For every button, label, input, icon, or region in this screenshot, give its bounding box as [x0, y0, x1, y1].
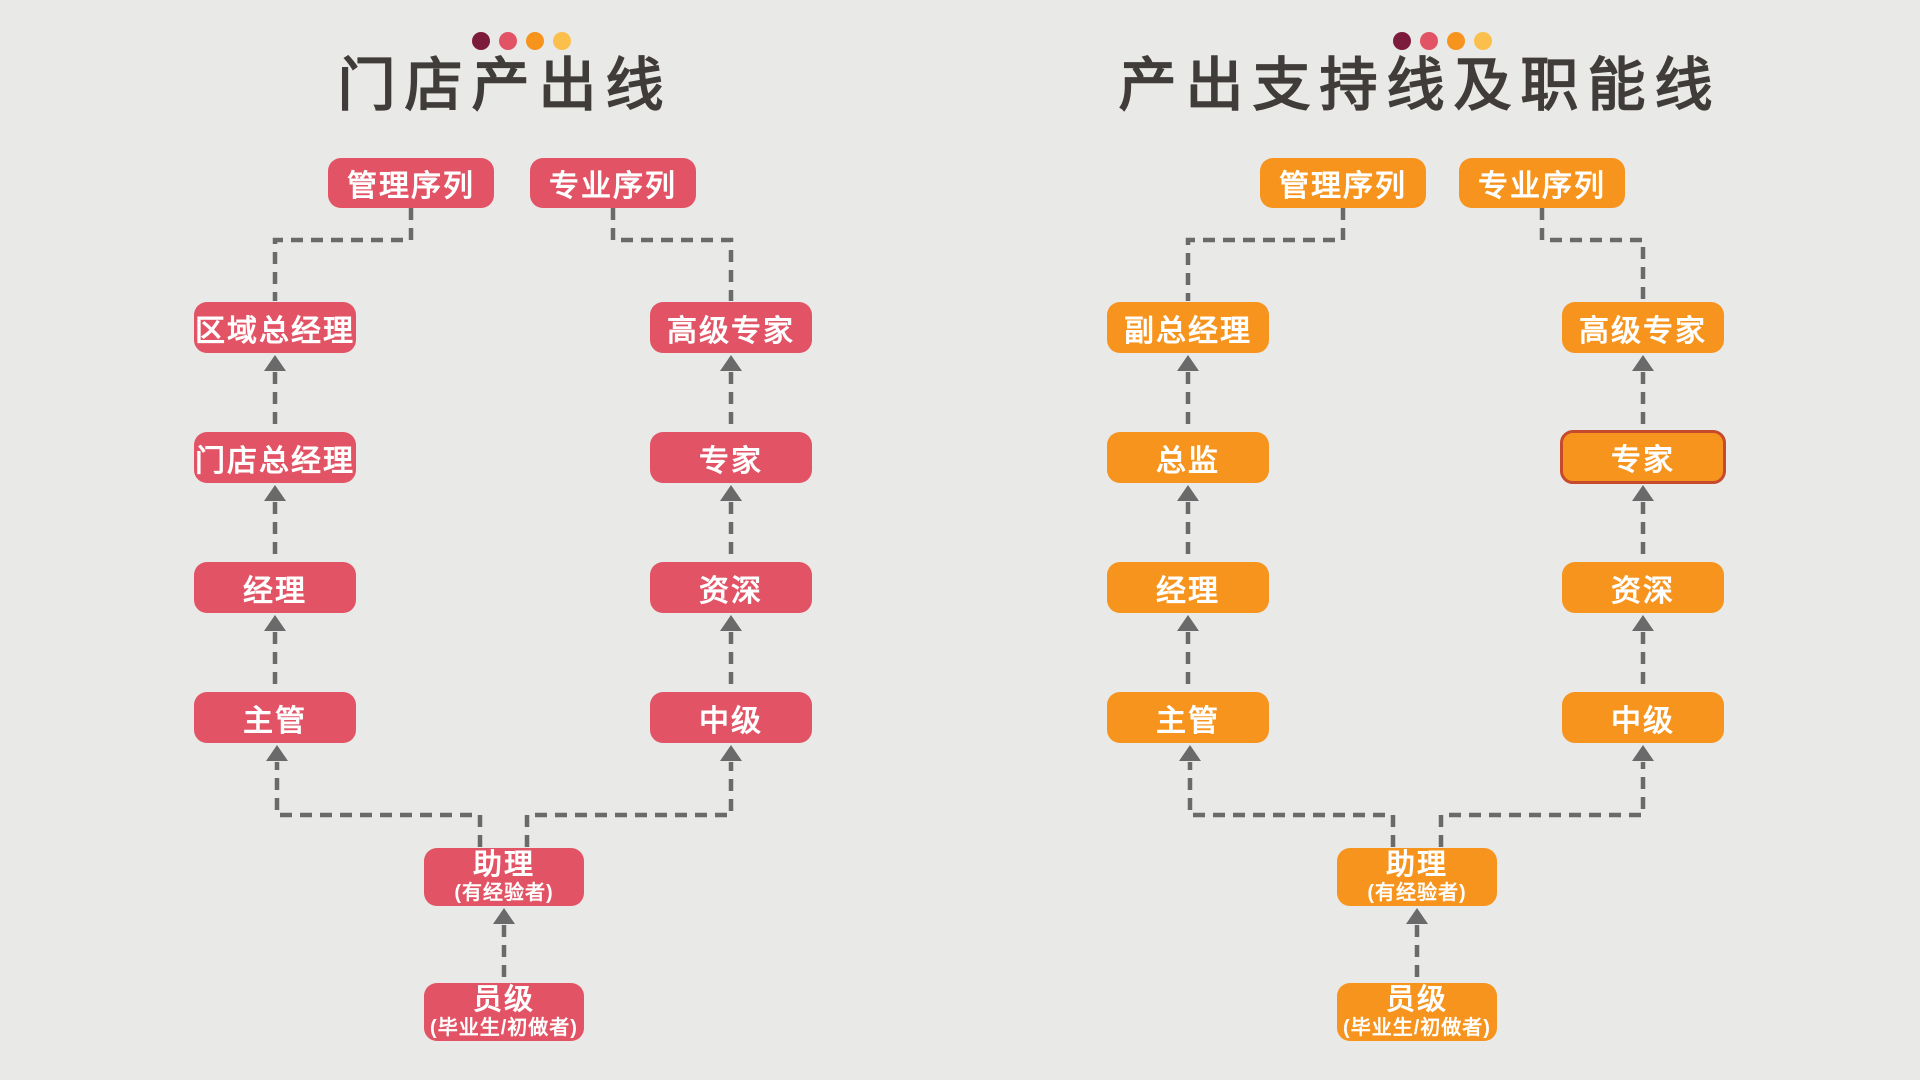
node-senior-right: 资深	[1562, 562, 1724, 613]
node-label: 助理	[1385, 848, 1448, 881]
node-note: (有经验者)	[1367, 882, 1467, 905]
decoration-dot-icon	[553, 32, 571, 50]
arrows-mgmt-track-left	[264, 355, 286, 691]
node-intermediate-right: 中级	[1562, 692, 1724, 743]
decoration-dot-icon	[472, 32, 490, 50]
node-manager-left: 经理	[194, 562, 356, 613]
node-senior-expert-left: 高级专家	[650, 302, 812, 353]
node-professional-sequence-left: 专业序列	[530, 158, 696, 208]
decoration-dot-icon	[526, 32, 544, 50]
connector-prof-sequence-right	[1539, 208, 1646, 301]
node-note: (有经验者)	[454, 882, 554, 905]
node-management-sequence-left: 管理序列	[328, 158, 494, 208]
node-note: (毕业生/初做者)	[1343, 1017, 1491, 1040]
decoration-dot-icon	[1447, 32, 1465, 50]
node-staff-level-right: 员级 (毕业生/初做者)	[1337, 983, 1497, 1041]
decoration-dot-icon	[1420, 32, 1438, 50]
node-staff-level-left: 员级 (毕业生/初做者)	[424, 983, 584, 1041]
node-deputy-gm: 副总经理	[1107, 302, 1269, 353]
entry-arrow-left	[493, 908, 515, 982]
arrows-mgmt-track-right	[1177, 355, 1199, 691]
connector-prof-sequence-left	[610, 208, 734, 301]
node-senior-expert-right: 高级专家	[1562, 302, 1724, 353]
node-director: 总监	[1107, 432, 1269, 483]
funnel-connector-right	[1179, 745, 1654, 847]
connector-mgmt-sequence-left	[272, 208, 414, 301]
arrows-prof-track-left	[720, 355, 742, 691]
node-regional-gm: 区域总经理	[194, 302, 356, 353]
panel-title-support-function: 产出支持线及职能线	[1118, 53, 1722, 118]
node-expert-left: 专家	[650, 432, 812, 483]
decoration-dot-icon	[1474, 32, 1492, 50]
decoration-dot-icon	[499, 32, 517, 50]
entry-arrow-right	[1406, 908, 1428, 982]
decoration-dot-icon	[1393, 32, 1411, 50]
node-label: 员级	[472, 983, 535, 1016]
connector-mgmt-sequence-right	[1185, 208, 1346, 301]
node-note: (毕业生/初做者)	[430, 1017, 578, 1040]
node-supervisor-right: 主管	[1107, 692, 1269, 743]
funnel-connector-left	[266, 745, 742, 847]
node-label: 员级	[1385, 983, 1448, 1016]
node-supervisor-left: 主管	[194, 692, 356, 743]
node-expert-right-highlighted: 专家	[1560, 430, 1726, 484]
node-assistant-right: 助理 (有经验者)	[1337, 848, 1497, 906]
arrows-prof-track-right	[1632, 355, 1654, 691]
node-label: 助理	[472, 848, 535, 881]
node-professional-sequence-right: 专业序列	[1459, 158, 1625, 208]
node-intermediate-left: 中级	[650, 692, 812, 743]
panel-title-store-output: 门店产出线	[337, 53, 673, 118]
node-manager-right: 经理	[1107, 562, 1269, 613]
node-management-sequence-right: 管理序列	[1260, 158, 1426, 208]
node-store-gm: 门店总经理	[194, 432, 356, 483]
node-senior-left: 资深	[650, 562, 812, 613]
node-assistant-left: 助理 (有经验者)	[424, 848, 584, 906]
